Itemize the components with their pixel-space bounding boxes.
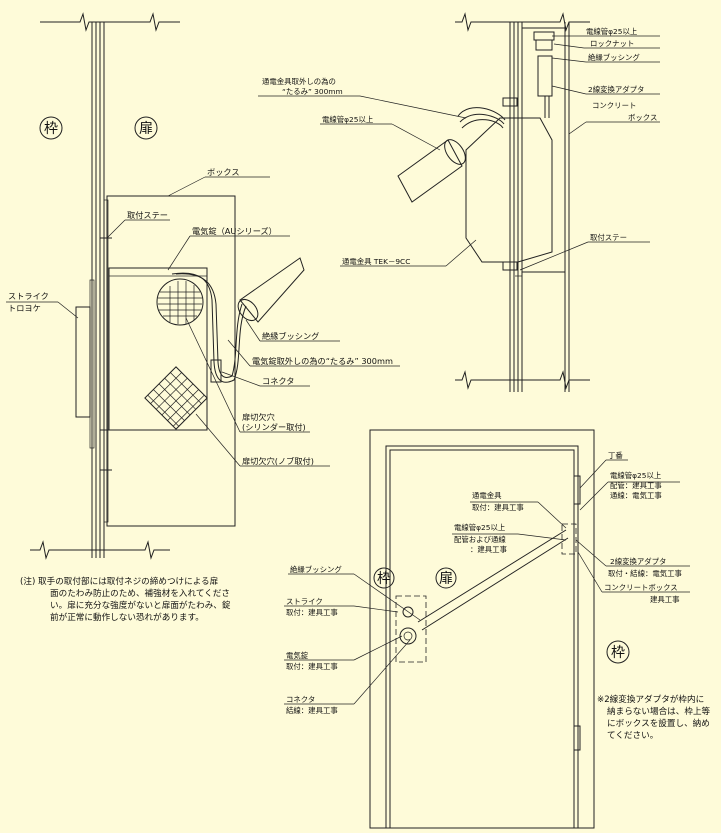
label-b-conduit2-2: 配管および通線 [454, 535, 506, 544]
note-right-line-2: 納まらない場合は、枠上等 [607, 705, 711, 717]
label-cutout-knob: 扉切欠穴(ノブ取付) [242, 456, 314, 466]
label-door-door: 扉 [439, 571, 453, 587]
label-tek: 通電金具 TEK－9CC [342, 257, 410, 266]
label-b-concrete-1: コンクリートボックス [604, 583, 678, 592]
label-conduit-top: 電線管φ25以上 [586, 27, 638, 36]
label-b-conn-1: コネクタ [286, 695, 315, 704]
left-detail: 枠 扉 ボックス 取付ステー 電気錠（AUシリーズ） ストライク トロヨケ 絶縁… [6, 12, 400, 560]
label-b-conduit-3: 通線：電気工事 [610, 491, 662, 500]
note-left-line-1: (注) 取手の取付部には取付ネジの締めつけによる扉 [20, 575, 219, 587]
label-strike: ストライク [8, 291, 49, 301]
label-door-left: 扉 [139, 121, 153, 137]
top-right-detail: 電線管φ25以上 ロックナット 絶縁ブッシング 2線変換アダプタ コンクリート … [258, 12, 660, 392]
label-frame-right: 枠 [611, 645, 625, 661]
label-slack-top-1: 通電金具取外しの為の [262, 77, 336, 86]
note-right-line-3: にボックスを設置し、納め [607, 717, 710, 729]
label-cutout-cylinder-2: (シリンダー取付) [242, 422, 306, 432]
label-b-adapter-1: 2線変換アダプタ [610, 557, 666, 566]
label-mount-stay: 取付ステー [127, 210, 168, 220]
door-elevation: 枠 扉 枠 丁番 電線管φ25以上 配管：建具工事 通線：電気工事 通電金具 取… [284, 429, 690, 829]
note-left-line-2: 面のたわみ防止のため、補強材を入れてくださ [50, 587, 230, 599]
label-b-conduit-2: 配管：建具工事 [610, 481, 662, 490]
label-bushing-top: 絶縁ブッシング [588, 53, 640, 62]
label-lock-nut: ロックナット [590, 39, 634, 48]
note-right-line-4: てください。 [607, 730, 658, 741]
label-adapter-top: 2線変換アダプタ [588, 85, 644, 94]
label-b-metal-1: 通電金具 [472, 491, 502, 500]
label-insulation-bushing: 絶縁ブッシング [262, 331, 319, 341]
label-b-concrete-2: 建具工事 [650, 595, 680, 604]
label-electric-lock: 電気錠（AUシリーズ） [192, 226, 277, 236]
label-b-adapter-2: 取付・結線：電気工事 [608, 569, 683, 578]
label-b-conduit-1: 電線管φ25以上 [610, 471, 662, 480]
label-conduit-mid: 電線管φ25以上 [322, 115, 374, 124]
label-b-bushing: 絶縁ブッシング [290, 565, 342, 574]
note-left-line-3: い。扉に充分な強度がないと扉面がたわみ、錠 [50, 599, 231, 611]
label-b-lock-1: 電気錠 [286, 651, 309, 660]
label-connector: コネクタ [262, 376, 294, 386]
label-b-strike-2: 取付：建具工事 [286, 608, 338, 617]
note-right: ※2線変換アダプタが枠内に 納まらない場合は、枠上等 にボックスを設置し、納め … [597, 693, 711, 741]
note-right-line-1: ※2線変換アダプタが枠内に [597, 693, 704, 705]
label-strike-sub: トロヨケ [8, 303, 41, 313]
label-b-conn-2: 結線：建具工事 [286, 706, 338, 715]
label-box: ボックス [207, 167, 240, 177]
cylinder-hatch [158, 281, 202, 324]
note-left: (注) 取手の取付部には取付ネジの締めつけによる扉 面のたわみ防止のため、補強材… [20, 575, 231, 623]
label-frame-left: 枠 [44, 121, 58, 137]
label-b-strike-1: ストライク [286, 597, 323, 606]
knob-cutout [144, 366, 208, 430]
label-b-conduit2-1: 電線管φ25以上 [454, 523, 506, 532]
label-b-metal-2: 取付：建具工事 [472, 503, 524, 512]
label-b-lock-2: 取付：建具工事 [286, 662, 338, 671]
label-mount-stay-2: 取付ステー [590, 233, 627, 242]
label-hinge: 丁番 [608, 451, 623, 460]
label-lock-slack: 電気錠取外しの為の“たるみ” 300mm [252, 356, 393, 366]
label-cutout-cylinder-1: 扉切欠穴 [242, 412, 275, 422]
label-concrete-2: ボックス [628, 113, 657, 122]
label-frame-door: 枠 [377, 571, 391, 587]
label-concrete-1: コンクリート [592, 101, 636, 110]
label-slack-top-2: “たるみ” 300mm [282, 87, 343, 96]
label-b-conduit2-3: ：建具工事 [470, 545, 508, 554]
note-left-line-4: 前が正常に動作しない恐れがあります。 [50, 611, 204, 623]
